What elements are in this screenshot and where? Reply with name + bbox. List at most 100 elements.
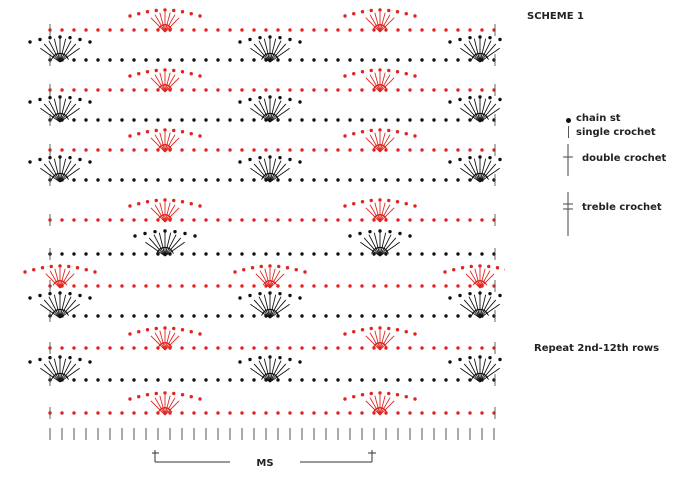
double-crochet-stitch	[164, 202, 171, 223]
chain-stitch	[132, 284, 136, 288]
chain-stitch	[132, 411, 136, 415]
chain-stitch	[324, 58, 328, 62]
chain-stitch	[58, 35, 62, 39]
chain-stitch	[28, 296, 32, 300]
chain-stitch	[478, 35, 482, 39]
chain-stitch	[68, 35, 72, 40]
double-crochet-stitch	[263, 358, 271, 383]
chain-stitch	[348, 178, 352, 182]
chain-stitch	[48, 95, 52, 100]
chain-stitch	[288, 178, 292, 182]
chain-stitch	[312, 378, 316, 382]
chain-stitch	[248, 97, 252, 102]
double-crochet-icon	[563, 144, 573, 176]
double-crochet-stitch	[250, 303, 271, 319]
double-crochet-stitch	[379, 332, 391, 351]
double-crochet-stitch	[264, 268, 271, 289]
chain-stitch	[248, 293, 252, 298]
chain-stitch	[137, 330, 141, 334]
double-crochet-stitch	[369, 204, 381, 223]
chain-stitch	[324, 178, 328, 182]
chain-stitch	[180, 148, 184, 152]
chain-stitch	[336, 218, 340, 222]
double-crochet-stitch	[164, 335, 180, 351]
double-crochet-stitch	[253, 299, 271, 319]
double-crochet-stitch	[463, 363, 481, 383]
chain-stitch	[458, 293, 462, 298]
chain-stitch	[369, 68, 373, 73]
double-crochet-stitch	[164, 332, 176, 351]
chain-stitch	[154, 391, 158, 396]
chain-stitch	[28, 160, 32, 164]
chain-stitch	[324, 118, 328, 122]
legend-chain-label: chain st	[576, 113, 621, 124]
double-crochet-stitch	[150, 17, 166, 33]
repeat-note: Repeat 2nd-12th rows	[534, 343, 660, 354]
chain-stitch	[216, 28, 220, 32]
chain-stitch	[216, 218, 220, 222]
chain-stitch	[372, 178, 376, 182]
chain-stitch	[395, 10, 400, 14]
chain-stitch	[154, 8, 158, 13]
chain-stitch	[96, 314, 100, 318]
chain-stitch	[204, 314, 208, 318]
chain-stitch	[96, 58, 100, 62]
chain-stitch	[408, 148, 412, 152]
chain-stitch	[352, 330, 356, 334]
chain-stitch	[444, 58, 448, 62]
chain-stitch	[324, 314, 328, 318]
chain-stitch	[145, 130, 150, 134]
chain-stitch	[72, 58, 76, 62]
double-crochet-stitch	[479, 294, 487, 319]
chain-stitch	[288, 346, 292, 350]
chain-stitch	[448, 100, 452, 104]
ms-bracket: MS	[152, 450, 376, 469]
double-crochet-stitch	[369, 332, 381, 351]
double-crochet-stitch	[48, 360, 61, 383]
chain-stitch	[204, 88, 208, 92]
double-crochet-stitch	[59, 160, 72, 183]
chain-stitch	[72, 218, 76, 222]
chain-stitch	[72, 118, 76, 122]
chain-stitch	[300, 346, 304, 350]
double-crochet-stitch	[479, 163, 497, 183]
chain-stitch	[288, 157, 292, 162]
chain-stitch	[192, 58, 196, 62]
chain-stitch	[108, 411, 112, 415]
chain-stitch	[298, 296, 302, 300]
double-crochet-stitch	[49, 270, 61, 289]
chain-stitch	[132, 58, 136, 62]
chain-stitch	[144, 346, 148, 350]
double-crochet-stitch	[463, 43, 481, 63]
chain-stitch	[488, 155, 492, 160]
chain-stitch	[360, 378, 364, 382]
chain-stitch	[72, 178, 76, 182]
double-crochet-stitch	[379, 330, 386, 351]
chain-stitch	[360, 200, 365, 204]
chain-stitch	[216, 252, 220, 256]
chain-stitch	[384, 378, 388, 382]
double-crochet-stitch	[164, 72, 171, 93]
chain-stitch	[72, 378, 76, 382]
double-crochet-stitch	[263, 158, 271, 183]
chain-stitch	[444, 411, 448, 415]
chain-stitch	[372, 284, 376, 288]
chain-stitch	[276, 314, 280, 318]
chain-stitch	[228, 88, 232, 92]
chain-stitch	[420, 118, 424, 122]
chain-stitch	[300, 178, 304, 182]
double-crochet-stitch	[159, 72, 166, 93]
chain-stitch	[248, 37, 252, 42]
chain-stitch	[408, 178, 412, 182]
double-crochet-stitch	[164, 74, 176, 93]
chain-stitch	[324, 148, 328, 152]
double-crochet-stitch	[48, 296, 61, 319]
legend-treble-label: treble crochet	[582, 202, 662, 213]
chain-stitch	[120, 378, 124, 382]
foundation-row	[49, 428, 495, 440]
double-crochet-stitch	[479, 363, 497, 383]
chain-stitch	[156, 28, 160, 32]
double-crochet-stitch	[379, 74, 391, 93]
chain-stitch	[180, 346, 184, 350]
chain-stitch	[120, 88, 124, 92]
